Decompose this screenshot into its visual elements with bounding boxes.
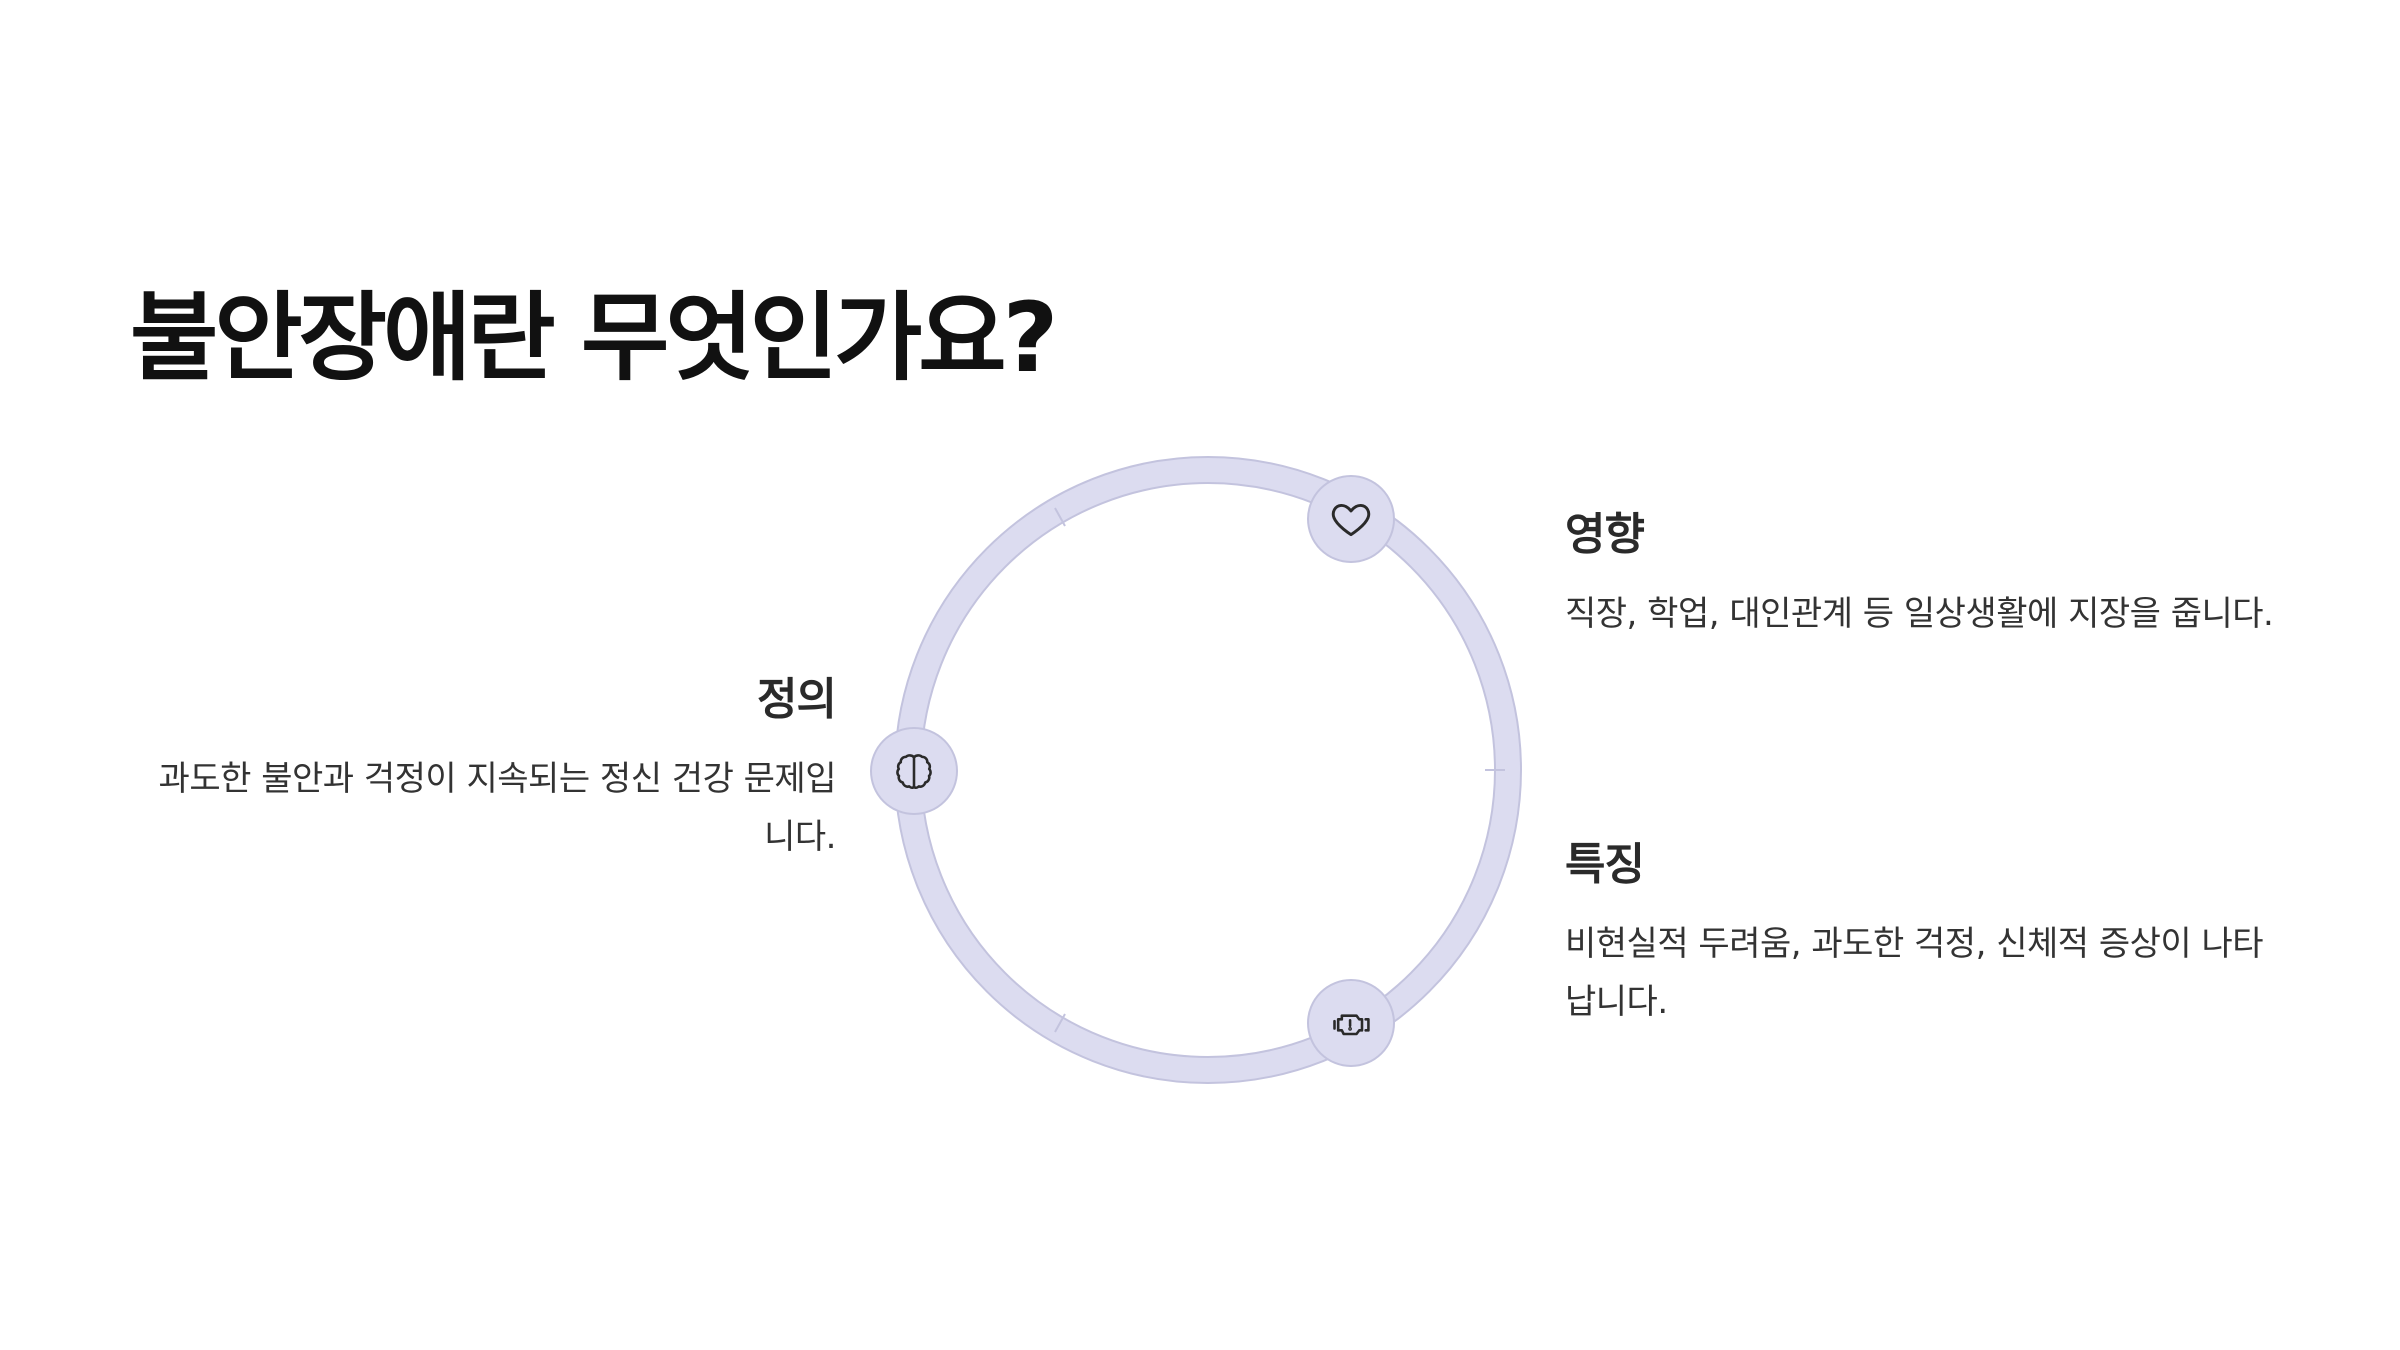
definition-text: 과도한 불안과 걱정이 지속되는 정신 건강 문제입니다. xyxy=(158,759,837,857)
definition-node xyxy=(870,727,958,815)
brain-icon xyxy=(896,754,932,790)
features-heading: 특징 xyxy=(1565,839,1645,890)
features-node xyxy=(1307,979,1395,1067)
ring-divider xyxy=(1054,1013,1066,1033)
page-title: 불안장애란 무엇인가요? xyxy=(130,282,1058,394)
features-block: 특징 비현실적 두려움, 과도한 걱정, 신체적 증상이 나타납니다. xyxy=(1565,837,2275,1031)
ring-band xyxy=(896,458,1520,1082)
definition-block: 정의 과도한 불안과 걱정이 지속되는 정신 건강 문제입니다. xyxy=(140,672,837,866)
impact-block: 영향 직장, 학업, 대인관계 등 일상생활에 지장을 줍니다. xyxy=(1565,507,2275,643)
impact-node xyxy=(1307,475,1395,563)
ring-divider xyxy=(1054,507,1066,527)
impact-heading: 영향 xyxy=(1565,509,1645,560)
engine-warning-icon xyxy=(1333,1014,1370,1036)
heart-icon xyxy=(1331,503,1371,537)
definition-heading: 정의 xyxy=(757,674,837,725)
impact-text: 직장, 학업, 대인관계 등 일상생활에 지장을 줍니다. xyxy=(1565,594,2274,634)
features-text: 비현실적 두려움, 과도한 걱정, 신체적 증상이 나타납니다. xyxy=(1565,924,2264,1022)
